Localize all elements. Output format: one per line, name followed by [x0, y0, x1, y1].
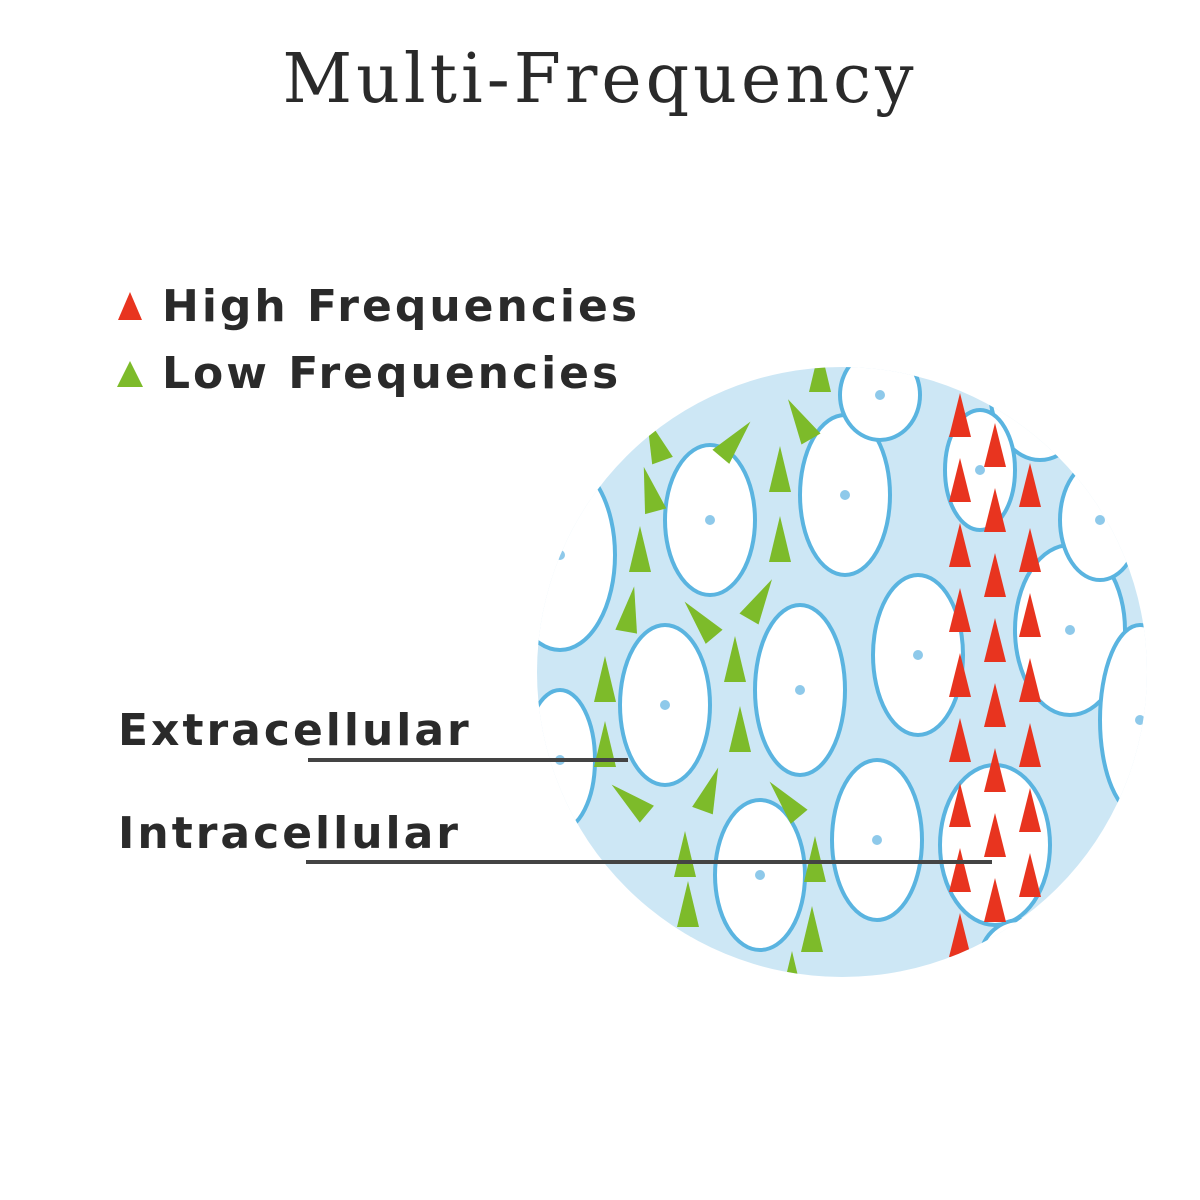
- high-frequency-marker: [949, 458, 971, 502]
- high-frequency-marker: [949, 783, 971, 827]
- high-frequency-marker: [984, 878, 1006, 922]
- high-frequency-marker: [984, 488, 1006, 532]
- low-frequency-marker: [629, 526, 651, 572]
- cell-nucleus: [1095, 515, 1105, 525]
- cell-nucleus: [1135, 715, 1145, 725]
- cell-nucleus: [755, 870, 765, 880]
- low-frequency-marker: [769, 781, 808, 824]
- cell: [537, 458, 617, 652]
- cell-nucleus: [1035, 385, 1045, 395]
- high-frequency-marker: [984, 553, 1006, 597]
- high-frequency-marker: [984, 943, 1006, 977]
- legend-high-frequencies: High Frequencies: [112, 276, 640, 336]
- legend-label-high: High Frequencies: [162, 280, 641, 332]
- low-frequency-marker: [804, 836, 826, 882]
- low-frequency-marker: [729, 706, 751, 752]
- cell-nucleus: [840, 490, 850, 500]
- high-frequency-marker: [949, 848, 971, 892]
- high-frequency-marker: [1019, 463, 1041, 507]
- high-frequency-marker: [949, 393, 971, 437]
- cell-nucleus: [655, 975, 665, 977]
- cell-nucleus: [705, 515, 715, 525]
- cell-nucleus: [555, 550, 565, 560]
- cell: [1078, 868, 1147, 977]
- cell-nucleus: [1065, 625, 1075, 635]
- high-frequency-marker: [984, 618, 1006, 662]
- green-triangle-icon: [117, 361, 143, 387]
- high-frequency-marker: [1019, 528, 1041, 572]
- high-frequency-marker: [984, 813, 1006, 857]
- low-frequency-marker: [594, 721, 616, 767]
- high-frequency-marker: [949, 523, 971, 567]
- red-triangle-icon: [118, 292, 142, 320]
- cell-nucleus: [872, 835, 882, 845]
- extracellular-label: Extracellular: [118, 705, 472, 756]
- low-frequency-marker: [611, 784, 654, 823]
- low-frequency-marker: [788, 399, 821, 445]
- cell-nucleus: [660, 700, 670, 710]
- legend-low-frequencies: Low Frequencies: [112, 343, 621, 403]
- low-frequency-marker: [594, 656, 616, 702]
- high-frequency-marker: [1019, 853, 1041, 897]
- low-frequency-marker: [739, 579, 772, 625]
- page-title: Multi-Frequency: [282, 40, 918, 119]
- cell-nucleus: [913, 650, 923, 660]
- cell: [978, 918, 1062, 977]
- high-frequency-marker: [1019, 593, 1041, 637]
- high-frequency-marker: [984, 683, 1006, 727]
- low-frequency-marker: [684, 601, 723, 644]
- low-frequency-marker: [679, 936, 701, 977]
- high-frequency-marker: [949, 718, 971, 762]
- low-frequency-marker: [674, 831, 696, 877]
- high-frequency-marker: [949, 913, 971, 957]
- cell-nucleus: [975, 465, 985, 475]
- high-frequency-marker: [1019, 918, 1041, 962]
- high-frequency-marker: [949, 588, 971, 632]
- low-frequency-marker: [615, 586, 638, 634]
- low-frequency-marker: [724, 636, 746, 682]
- low-frequency-marker: [801, 906, 823, 952]
- low-frequency-marker: [809, 367, 831, 392]
- high-frequency-marker: [984, 748, 1006, 792]
- high-frequency-marker: [1019, 788, 1041, 832]
- low-frequency-marker: [769, 516, 791, 562]
- high-frequency-marker: [984, 423, 1006, 467]
- cell-nucleus: [795, 685, 805, 695]
- tissue-circle: [537, 367, 1147, 977]
- low-frequency-marker: [769, 446, 791, 492]
- cell: [618, 928, 702, 977]
- low-frequency-marker: [692, 767, 719, 815]
- legend-label-low: Low Frequencies: [162, 347, 622, 399]
- high-frequency-marker: [1019, 723, 1041, 767]
- low-frequency-marker: [677, 881, 699, 927]
- intracellular-label: Intracellular: [118, 808, 462, 859]
- low-frequency-marker: [643, 466, 667, 515]
- high-frequency-marker: [1019, 658, 1041, 702]
- cell-nucleus: [1115, 925, 1125, 935]
- cell-nucleus: [875, 390, 885, 400]
- high-frequency-marker: [949, 653, 971, 697]
- cell-nucleus: [1015, 955, 1025, 965]
- low-frequency-marker: [712, 421, 751, 464]
